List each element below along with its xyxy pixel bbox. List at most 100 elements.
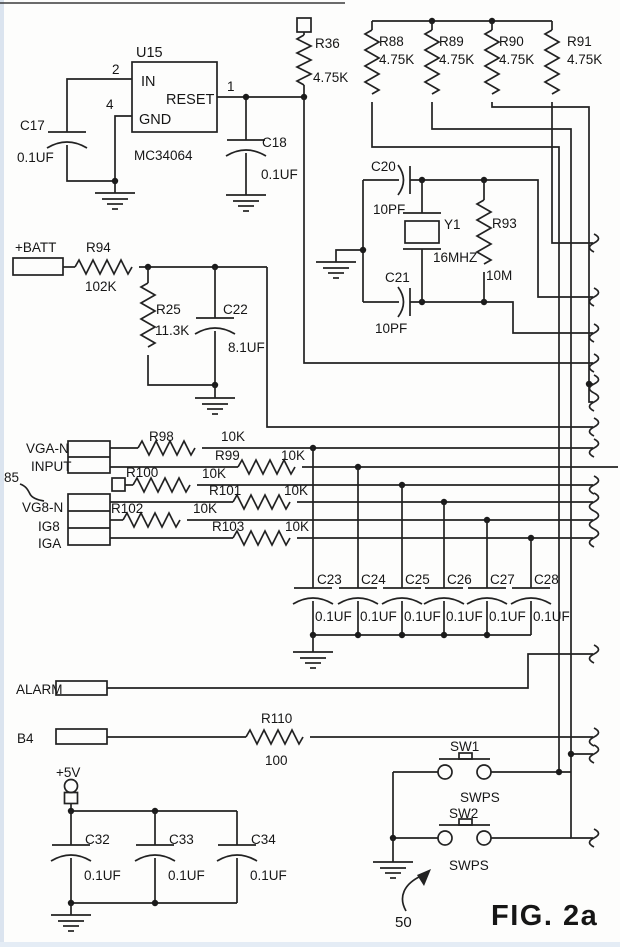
r101-ref: R101 xyxy=(209,483,241,498)
r91-value: 4.75K xyxy=(567,52,602,67)
figure-label: FIG. 2a xyxy=(491,900,598,932)
c27-value: 0.1UF xyxy=(489,609,526,624)
c20-value: 10PF xyxy=(373,202,405,217)
y1-ref: Y1 xyxy=(444,217,461,232)
v5-decoupling-circuit: +5V C32 0.1UF C33 0.1UF C34 0.1UF xyxy=(50,765,287,932)
sw2-ref: SW2 xyxy=(449,806,478,821)
capacitor-bank: C23 C24 C25 C26 C27 C28 0.1UF 0.1UF 0.1U… xyxy=(292,448,570,669)
r100-ref: R100 xyxy=(126,465,158,480)
v5-terminal-icon xyxy=(63,778,79,794)
resistor-r101: R101 10K xyxy=(110,483,600,512)
r89-ref: R89 xyxy=(439,34,464,49)
c28-value: 0.1UF xyxy=(533,609,570,624)
r89-value: 4.75K xyxy=(439,52,474,67)
b4-terminal xyxy=(55,728,108,745)
ref-85-leader xyxy=(19,483,45,502)
r88-value: 4.75K xyxy=(379,52,414,67)
resistor-r103: R103 10K xyxy=(110,519,600,548)
y1-value: 16MHZ xyxy=(433,250,477,265)
c34-ref: C34 xyxy=(251,832,276,847)
r99-value: 10K xyxy=(281,448,305,463)
ground-icon xyxy=(194,397,236,415)
r90-value: 4.75K xyxy=(499,52,534,67)
r91-ref: R91 xyxy=(567,34,592,49)
c32-value: 0.1UF xyxy=(84,868,121,883)
c24-value: 0.1UF xyxy=(360,609,397,624)
c33-ref: C33 xyxy=(169,832,194,847)
c34-value: 0.1UF xyxy=(250,868,287,883)
vg8-n-label: VG8-N xyxy=(22,500,63,515)
ground-icon xyxy=(292,651,334,669)
ic-u15: U15 IN GND RESET 2 4 1 MC34064 xyxy=(66,45,304,182)
resistor-r100: R100 10K xyxy=(125,465,600,495)
c28-ref: C28 xyxy=(534,572,559,587)
input-section: VGA-N INPUT 85 VG8-N IG8 IGA R98 10K R99… xyxy=(4,429,618,551)
ref-50-leader xyxy=(401,875,422,912)
ground-icon xyxy=(315,261,357,279)
vga-n-label: VGA-N xyxy=(26,441,69,456)
c22-ref: C22 xyxy=(223,302,248,317)
sw1-label: SWPS xyxy=(460,790,500,805)
r36-ref: R36 xyxy=(315,36,340,51)
alarm-label: ALARM xyxy=(16,682,63,697)
input-label: INPUT xyxy=(31,459,72,474)
c22-value: 8.1UF xyxy=(228,340,265,355)
b4-line: B4 R110 100 xyxy=(17,711,600,768)
ground-icon xyxy=(94,192,136,210)
capacitor-c22: C22 8.1UF xyxy=(194,267,265,385)
switch-sw2: SW2 SWPS xyxy=(393,806,571,873)
r25-ref: R25 xyxy=(156,302,181,317)
c21-value: 10PF xyxy=(375,321,407,336)
ref-50-arrowhead xyxy=(417,869,431,886)
r94-ref: R94 xyxy=(86,240,111,255)
r98-value: 10K xyxy=(221,429,245,444)
c23-value: 0.1UF xyxy=(315,609,352,624)
r93-value: 10M xyxy=(486,268,512,283)
alarm-line: ALARM xyxy=(16,644,600,697)
scan-edge-bottom xyxy=(0,942,620,947)
c25-ref: C25 xyxy=(405,572,430,587)
u15-pin-reset: RESET xyxy=(166,92,214,108)
r102-value: 10K xyxy=(193,501,217,516)
resistor-r99: R99 10K xyxy=(110,448,618,475)
c32-ref: C32 xyxy=(85,832,110,847)
c25-value: 0.1UF xyxy=(404,609,441,624)
sw1-ref: SW1 xyxy=(450,739,479,754)
r25-value: 11.3K xyxy=(155,323,189,338)
r94-value: 102K xyxy=(85,279,117,294)
u15-pin-in: IN xyxy=(141,74,156,90)
resistor-r25: R25 11.3K xyxy=(140,267,215,386)
resistor-r36: R36 4.75K xyxy=(296,17,600,373)
capacitor-c17: C17 0.1UF xyxy=(17,118,136,210)
c33-value: 0.1UF xyxy=(168,868,205,883)
c20-ref: C20 xyxy=(371,159,396,174)
r103-ref: R103 xyxy=(212,519,244,534)
c24-ref: C24 xyxy=(361,572,386,587)
r100-terminal xyxy=(111,477,126,492)
c18-ref: C18 xyxy=(262,135,287,150)
b4-label: B4 xyxy=(17,731,34,746)
input-connector-lower xyxy=(67,493,111,546)
ref-85: 85 xyxy=(4,470,19,485)
iga-label: IGA xyxy=(38,536,61,551)
sw2-label: SWPS xyxy=(449,858,489,873)
scan-edge-left xyxy=(0,0,4,947)
r102-ref: R102 xyxy=(111,501,143,516)
battery-divider-circuit: +BATT R94 102K R25 11.3K C22 8.1UF xyxy=(12,240,600,437)
c21-ref: C21 xyxy=(385,270,410,285)
c17-ref: C17 xyxy=(20,118,45,133)
r101-value: 10K xyxy=(284,483,308,498)
batt-label: +BATT xyxy=(15,240,56,255)
r98-ref: R98 xyxy=(149,429,174,444)
c17-value: 0.1UF xyxy=(17,150,54,165)
r90-ref: R90 xyxy=(499,34,524,49)
r110-value: 100 xyxy=(265,753,288,768)
u15-designator: U15 xyxy=(136,45,163,61)
crystal-y1: Y1 16MHZ xyxy=(403,180,477,302)
c26-value: 0.1UF xyxy=(446,609,483,624)
batt-terminal xyxy=(12,257,64,276)
r103-value: 10K xyxy=(285,519,309,534)
ground-icon xyxy=(50,914,92,932)
ref-50: 50 xyxy=(395,914,412,931)
